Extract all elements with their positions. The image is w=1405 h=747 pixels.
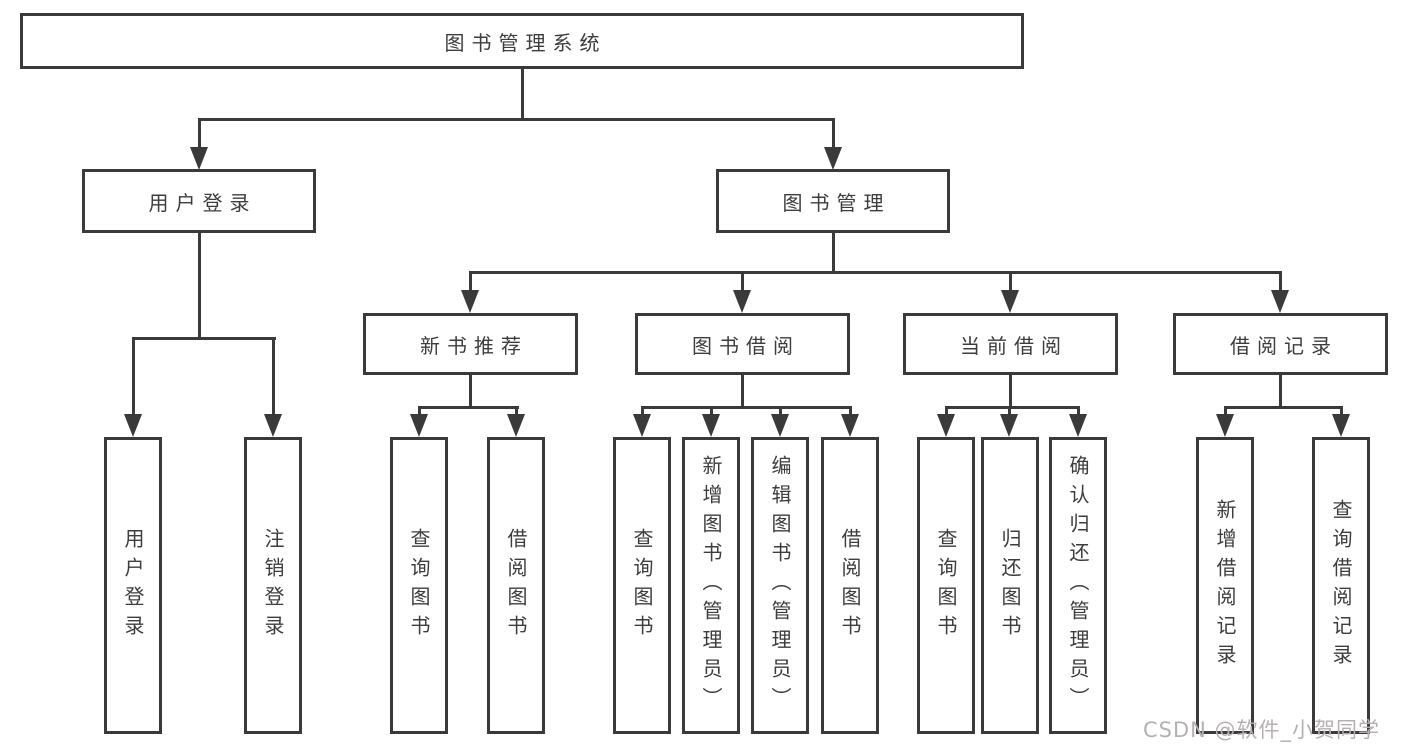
node-leaf-edit-books-admin: 编辑图书（管理员）: [751, 437, 809, 734]
connector-line: [198, 233, 201, 339]
connector-line: [1077, 406, 1080, 416]
connector-line: [710, 406, 713, 416]
connector-line: [945, 406, 948, 416]
node-current-borrow-label: 当前借阅: [960, 333, 1068, 358]
connector-line: [272, 337, 275, 415]
connector-line: [1224, 406, 1343, 409]
node-book-borrow-label: 图书借阅: [692, 333, 800, 358]
connector-line: [849, 406, 852, 416]
node-root: 图书管理系统: [20, 13, 1024, 69]
arrow-down-icon: [1000, 414, 1018, 437]
connector-line: [1279, 271, 1282, 291]
connector-line: [418, 406, 421, 416]
connector-line: [469, 271, 472, 291]
connector-line: [1224, 406, 1227, 416]
arrow-down-icon: [1271, 290, 1289, 313]
connector-line: [1008, 406, 1011, 416]
arrow-down-icon: [264, 414, 282, 437]
arrow-down-icon: [841, 414, 859, 437]
connector-line: [832, 233, 835, 274]
connector-line: [741, 271, 744, 291]
arrow-down-icon: [824, 147, 842, 170]
node-leaf-borrow-books: 借阅图书: [821, 437, 879, 734]
node-leaf-query-books-borrow: 查询图书: [613, 437, 671, 734]
arrow-down-icon: [410, 414, 428, 437]
arrow-down-icon: [1332, 414, 1350, 437]
node-new-book-recommend-label: 新书推荐: [420, 333, 528, 358]
arrow-down-icon: [190, 147, 208, 170]
node-leaf-return-books: 归还图书: [981, 437, 1039, 734]
node-leaf-borrow-books-recommend: 借阅图书: [487, 437, 545, 734]
arrow-down-icon: [507, 414, 525, 437]
connector-line: [779, 406, 782, 416]
connector-line: [132, 337, 135, 415]
connector-line: [469, 271, 1282, 274]
connector-line: [945, 406, 1080, 409]
node-leaf-query-books-current: 查询图书: [917, 437, 975, 734]
connector-line: [1009, 271, 1012, 291]
connector-line: [521, 69, 524, 121]
connector-line: [641, 406, 644, 416]
csdn-watermark: CSDN @软件_小贺同学: [1143, 718, 1381, 742]
arrow-down-icon: [1069, 414, 1087, 437]
node-leaf-add-books-admin: 新增图书（管理员）: [682, 437, 740, 734]
arrow-down-icon: [733, 290, 751, 313]
connector-line: [832, 118, 835, 148]
arrow-down-icon: [633, 414, 651, 437]
connector-line: [198, 118, 835, 121]
connector-line: [515, 406, 518, 416]
arrow-down-icon: [937, 414, 955, 437]
node-current-borrow: 当前借阅: [903, 313, 1118, 375]
node-new-book-recommend: 新书推荐: [363, 313, 578, 375]
connector-line: [1340, 406, 1343, 416]
node-borrow-record-label: 借阅记录: [1230, 333, 1338, 358]
connector-line: [198, 118, 201, 148]
node-leaf-confirm-return-admin: 确认归还（管理员）: [1049, 437, 1107, 734]
arrow-down-icon: [771, 414, 789, 437]
node-leaf-query-borrow-record: 查询借阅记录: [1312, 437, 1370, 734]
node-user-login-label: 用户登录: [148, 190, 257, 215]
node-user-login: 用户登录: [82, 169, 316, 233]
arrow-down-icon: [461, 290, 479, 313]
node-book-management: 图书管理: [716, 169, 950, 233]
connector-line: [132, 337, 276, 340]
node-borrow-record: 借阅记录: [1173, 313, 1388, 375]
node-book-borrow: 图书借阅: [635, 313, 850, 375]
node-leaf-query-books-recommend: 查询图书: [390, 437, 448, 734]
arrow-down-icon: [1001, 290, 1019, 313]
arrow-down-icon: [1216, 414, 1234, 437]
arrow-down-icon: [702, 414, 720, 437]
node-leaf-add-borrow-record: 新增借阅记录: [1196, 437, 1254, 734]
connector-line: [741, 375, 744, 409]
connector-line: [418, 406, 519, 409]
connector-line: [1009, 375, 1012, 409]
connector-line: [641, 406, 852, 409]
node-book-management-label: 图书管理: [782, 190, 891, 215]
node-leaf-logout: 注销登录: [244, 437, 302, 734]
arrow-down-icon: [124, 414, 142, 437]
connector-line: [1279, 375, 1282, 409]
connector-line: [469, 375, 472, 409]
node-leaf-user-login: 用户登录: [104, 437, 162, 734]
node-root-label: 图书管理系统: [444, 30, 607, 55]
